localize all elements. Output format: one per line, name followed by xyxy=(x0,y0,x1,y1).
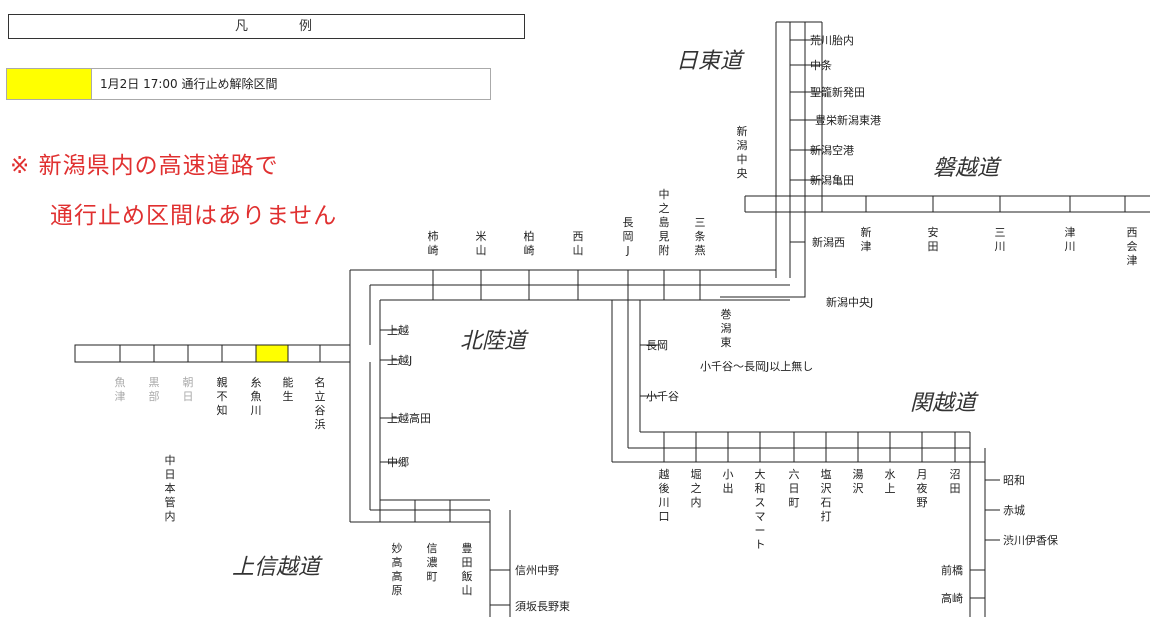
ic-kanetsu-east-0: 昭和 xyxy=(1003,474,1025,487)
ic-bannetsu-4: 津川 xyxy=(1065,226,1076,253)
ic-joetsu-1: 上越J xyxy=(387,353,412,367)
ic-bannetsu-0: 新潟西 xyxy=(812,235,845,249)
ic-joshinetsu-1: 信濃町 xyxy=(427,542,438,583)
ic-joetsu-3: 中郷 xyxy=(387,455,409,469)
ic-joshinetsu-0: 妙高高原 xyxy=(392,541,403,597)
ic-nittou-0: 荒川胎内 xyxy=(810,33,854,47)
ic-kanetsu-east-1: 赤城 xyxy=(1003,504,1025,517)
notice-line-1: ※ 新潟県内の高速道路で xyxy=(10,153,279,179)
ic-hokuriku-west-2: 朝日 xyxy=(183,376,194,403)
ic-hokuriku-top-6: 三条燕 xyxy=(695,216,706,257)
legend-title-right: 例 xyxy=(299,19,313,34)
ic-nihonkan: 中日本管内 xyxy=(165,454,176,523)
ic-bannetsu-1: 新津 xyxy=(861,225,872,253)
ic-nittou-5: 新潟亀田 xyxy=(810,173,854,187)
road-name-kanetsu: 関越道 xyxy=(910,391,979,416)
ic-nagaoka: 長岡 xyxy=(646,339,668,352)
ic-hokuriku-top-3: 西山 xyxy=(573,230,584,257)
ic-joshinetsu-east-0: 信州中野 xyxy=(515,564,559,577)
ic-kanetsu-2: 小出 xyxy=(723,468,734,495)
reopened-section xyxy=(255,344,289,363)
road-name-hokuriku: 北陸道 xyxy=(460,329,529,354)
ic-kanetsu-4: 六日町 xyxy=(789,468,800,509)
ic-ojiya: 小千谷 xyxy=(646,390,679,403)
ic-nittou-1: 中条 xyxy=(810,58,832,72)
ic-joetsu-0: 上越 xyxy=(387,323,409,337)
ic-kanetsu-east-2: 渋川伊香保 xyxy=(1003,533,1058,547)
ic-bannetsu-5: 西会津 xyxy=(1127,226,1138,267)
road-name-nittou: 日東道 xyxy=(676,49,745,74)
ic-kanetsu-8: 月夜野 xyxy=(917,468,928,509)
ic-niigata-chuo: 新潟中央 xyxy=(737,124,748,180)
ic-joshinetsu-east-1: 須坂長野東 xyxy=(515,600,570,613)
ic-joshinetsu-2: 豊田飯山 xyxy=(462,542,473,597)
note-ojiya-nagaoka: 小千谷〜長岡J以上無し xyxy=(700,359,813,373)
ic-kanetsu-9: 沼田 xyxy=(950,467,961,495)
ic-kanetsu-1: 堀之内 xyxy=(691,468,702,509)
ic-hokuriku-west-6: 名立谷浜 xyxy=(315,375,326,431)
road-name-bannetsu: 磐越道 xyxy=(933,156,1002,181)
ic-nittou-3: 豊栄新潟東港 xyxy=(815,113,881,127)
legend-text: 1月2日 17:00 通行止め解除区間 xyxy=(100,77,278,91)
ic-hokuriku-top-0: 柿崎 xyxy=(428,229,439,257)
ic-kanetsu-east-3: 前橋 xyxy=(941,563,963,577)
ic-kanetsu-0: 越後川口 xyxy=(659,467,670,523)
map-lines xyxy=(74,21,1150,617)
ic-bannetsu-2: 安田 xyxy=(928,225,939,253)
legend-swatch-reopened xyxy=(7,69,92,99)
ic-kanetsu-3: 大和スマート xyxy=(755,467,766,551)
ic-bannetsu-3: 三川 xyxy=(995,226,1006,253)
ic-kanetsu-6: 湯沢 xyxy=(853,468,864,495)
ic-hokuriku-west-3: 親不知 xyxy=(217,376,228,417)
road-name-joshinetsu: 上信越道 xyxy=(232,555,323,580)
ic-nittou-2: 聖籠新発田 xyxy=(810,85,865,99)
notice-line-2: 通行止め区間はありません xyxy=(50,203,338,229)
ic-hokuriku-west-5: 能生 xyxy=(283,375,294,403)
ic-hokuriku-top-1: 米山 xyxy=(476,230,487,257)
ic-niigata-chuo-j: 新潟中央J xyxy=(826,295,873,309)
legend-header: 凡 例 xyxy=(8,14,525,39)
ic-kanetsu-east-4: 高崎 xyxy=(941,591,963,605)
ic-nittou-4: 新潟空港 xyxy=(810,143,854,157)
ic-hokuriku-top-2: 柏崎 xyxy=(524,229,535,257)
ic-hokuriku-top-5: 中之島見附 xyxy=(659,188,670,257)
ic-kanetsu-7: 水上 xyxy=(885,468,896,495)
ic-kanetsu-5: 塩沢石打 xyxy=(821,467,832,523)
ic-hokuriku-west-1: 黒部 xyxy=(149,376,160,403)
legend-row: 1月2日 17:00 通行止め解除区間 xyxy=(6,68,491,100)
ic-joetsu-2: 上越高田 xyxy=(387,411,431,425)
legend-title-left: 凡 xyxy=(235,19,249,34)
ic-hokuriku-west-0: 魚津 xyxy=(115,376,126,403)
ic-makiushi: 巻潟東 xyxy=(721,308,732,349)
ic-hokuriku-west-4: 糸魚川 xyxy=(251,376,262,417)
